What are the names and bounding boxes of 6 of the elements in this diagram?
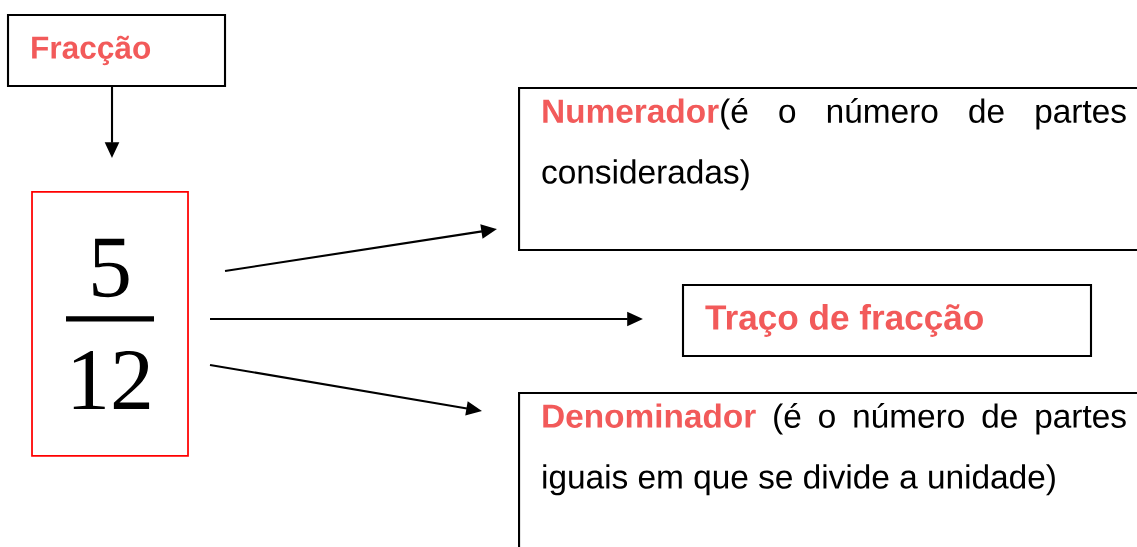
heading-box: Traço de fracção <box>681 283 1093 358</box>
fraction-number: 12 <box>73 350 150 410</box>
heading-box: Fracção <box>6 13 227 88</box>
definition-box: Numerador(é o número de partes consideradas) <box>518 87 1137 252</box>
definition-box: Denominador (é o número de partes iguais em que se divide a unidade) <box>518 392 1137 547</box>
fraction-number: 5 <box>93 238 129 298</box>
